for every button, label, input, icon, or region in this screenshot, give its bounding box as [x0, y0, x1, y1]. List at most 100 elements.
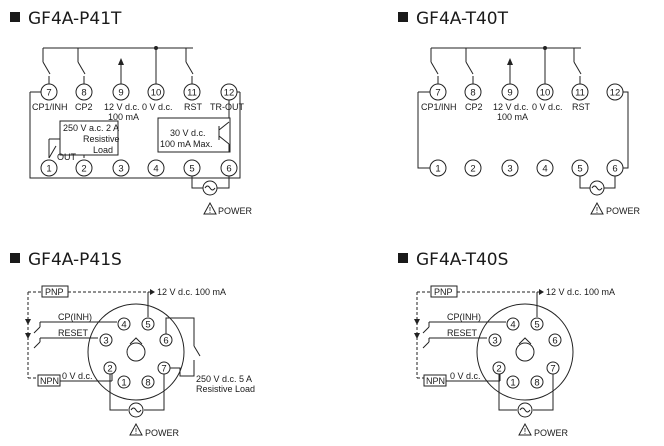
label-cp1-inh: CP1/INH [32, 102, 68, 112]
svg-text:1: 1 [121, 378, 126, 389]
zero-vdc-label: 0 V d.c. [450, 371, 481, 381]
terminal-8 [75, 83, 93, 101]
svg-text:12: 12 [224, 88, 235, 99]
zero-vdc-label: 0 V d.c. [62, 371, 93, 381]
cp-label: CP(INH) [447, 312, 481, 322]
pin-3 [488, 333, 502, 347]
svg-text:5: 5 [189, 164, 194, 175]
terminal-7 [429, 83, 447, 101]
terminal-7 [40, 83, 58, 101]
power-label: POWER [606, 206, 641, 216]
supply-label: 12 V d.c. 100 mA [546, 287, 615, 297]
terminal-1 [40, 159, 58, 177]
diagram-title: GF4A-P41T [28, 9, 122, 29]
diagram-title: GF4A-P41S [28, 250, 122, 270]
label-100ma: 100 mA [108, 112, 139, 122]
svg-text:2: 2 [107, 364, 112, 375]
title-bullet [398, 12, 408, 22]
label-rst: RST [184, 102, 203, 112]
svg-text:250 V a.c. 2 A: 250 V a.c. 2 A [63, 123, 119, 133]
svg-text:7: 7 [550, 364, 555, 375]
svg-text:7: 7 [435, 88, 440, 99]
arrow-up-icon [118, 58, 124, 65]
terminal-10 [147, 83, 165, 101]
label-rst: RST [572, 102, 591, 112]
switch-8 [77, 61, 86, 75]
terminal-11 [571, 83, 589, 101]
label-cp1-inh: CP1/INH [421, 102, 457, 112]
svg-text:3: 3 [118, 164, 123, 175]
diagram-gf4a-p41t: GF4A-P41T 7 8 9 10 11 12 CP1/INH [10, 9, 253, 216]
svg-text:11: 11 [187, 88, 197, 99]
warning-icon [518, 422, 532, 436]
svg-text:6: 6 [612, 164, 617, 175]
label-12vdc: 12 V d.c. [493, 102, 529, 112]
label-100ma: 100 mA [497, 112, 528, 122]
svg-text:5: 5 [145, 320, 150, 331]
reset-label: RESET [447, 328, 478, 338]
label-out: OUT [57, 152, 77, 162]
frame-wire [417, 92, 430, 169]
svg-text:3: 3 [507, 164, 512, 175]
diagram-gf4a-p41s: GF4A-P41S PNP 12 V d.c. 100 mA CP(INH) R… [10, 250, 255, 438]
svg-text:10: 10 [151, 88, 162, 99]
svg-text:1: 1 [46, 164, 51, 175]
warning-icon [129, 422, 143, 436]
arrow-down-icon [414, 333, 420, 339]
arrow-up-icon [507, 58, 513, 65]
svg-text:6: 6 [163, 336, 168, 347]
supply-label: 12 V d.c. 100 mA [157, 287, 226, 297]
pin-5 [141, 317, 155, 331]
svg-text:!: ! [596, 206, 598, 215]
svg-text:10: 10 [540, 88, 551, 99]
pin-8 [141, 375, 155, 389]
arrow-down-icon [414, 319, 420, 325]
arrow-down-icon [25, 319, 31, 325]
svg-text:!: ! [524, 427, 526, 436]
power-label: POWER [534, 428, 569, 438]
relay-contact [48, 145, 57, 159]
svg-text:8: 8 [145, 378, 150, 389]
svg-text:7: 7 [161, 364, 166, 375]
svg-text:6: 6 [226, 164, 231, 175]
svg-text:30 V d.c.: 30 V d.c. [170, 128, 206, 138]
terminal-2 [75, 159, 93, 177]
load-rating-type: Resistive Load [196, 384, 255, 394]
svg-text:4: 4 [153, 164, 158, 175]
pin-4 [506, 317, 520, 331]
svg-text:5: 5 [534, 320, 539, 331]
pnp-label: PNP [434, 287, 453, 297]
pin-5 [530, 317, 544, 331]
load-contact [193, 345, 201, 357]
switch-7 [430, 61, 439, 75]
svg-text:6: 6 [552, 336, 557, 347]
label-0vdc: 0 V d.c. [532, 102, 563, 112]
svg-text:2: 2 [470, 164, 475, 175]
arrow-right-icon [539, 289, 544, 295]
switch-11 [185, 61, 194, 75]
terminal-2 [464, 159, 482, 177]
svg-text:1: 1 [435, 164, 440, 175]
svg-text:11: 11 [575, 88, 585, 99]
title-bullet [10, 253, 20, 263]
npn-label: NPN [426, 376, 445, 386]
octal-socket [87, 303, 185, 401]
svg-text:2: 2 [81, 164, 86, 175]
title-bullet [10, 12, 20, 22]
terminal-3 [501, 159, 519, 177]
diagram-gf4a-t40t: GF4A-T40T 7 8 9 10 11 12 CP1/INH CP2 12 … [398, 9, 641, 216]
switch-7 [42, 61, 51, 75]
npn-label: NPN [40, 376, 59, 386]
svg-text:4: 4 [542, 164, 547, 175]
svg-text:4: 4 [510, 320, 515, 331]
warning-icon [203, 201, 217, 215]
pin-8 [530, 375, 544, 389]
diagram-gf4a-t40s: GF4A-T40S PNP 12 V d.c. 100 mA CP(INH) R… [398, 250, 615, 438]
pnp-label: PNP [45, 287, 64, 297]
arrow-right-icon [150, 289, 155, 295]
svg-text:8: 8 [534, 378, 539, 389]
terminal-9 [112, 83, 130, 101]
pin-4 [117, 317, 131, 331]
pin-3 [99, 333, 113, 347]
